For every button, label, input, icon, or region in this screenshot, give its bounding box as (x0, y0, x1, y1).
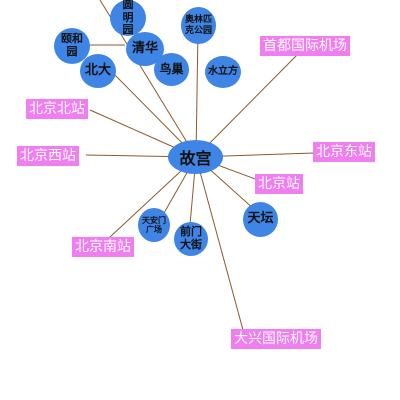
node-yuanmingyuan: 圆 明 园 (110, 0, 146, 36)
tag-beijing-north: 北京北站 (26, 99, 88, 119)
edge-to-shoudu (195, 51, 301, 158)
node-beida: 北大 (80, 54, 116, 88)
node-niaochao: 鸟巢 (154, 53, 189, 86)
hub-node: 故宫 (168, 140, 223, 174)
tag-beijing-west: 北京西站 (17, 146, 79, 166)
node-tiantan: 天坛 (243, 202, 278, 237)
node-qianmen: 前门 大街 (174, 222, 208, 256)
tag-daxing-airport: 大兴国际机场 (231, 329, 321, 349)
tag-beijing-south: 北京南站 (72, 237, 134, 257)
node-aolinpike: 奥林匹 克公园 (181, 7, 216, 44)
edge-to-aolinpike (195, 29, 199, 158)
node-shuilifang: 水立方 (205, 56, 241, 88)
node-yiheyuan: 颐和 园 (54, 28, 90, 64)
tag-shoudu-airport: 首都国际机场 (260, 36, 350, 56)
tag-beijing-station: 北京站 (255, 174, 303, 194)
node-tiananmen: 天安门 广场 (138, 208, 170, 242)
tag-beijing-east: 北京东站 (313, 142, 375, 162)
edge-to-daxing (195, 156, 244, 331)
